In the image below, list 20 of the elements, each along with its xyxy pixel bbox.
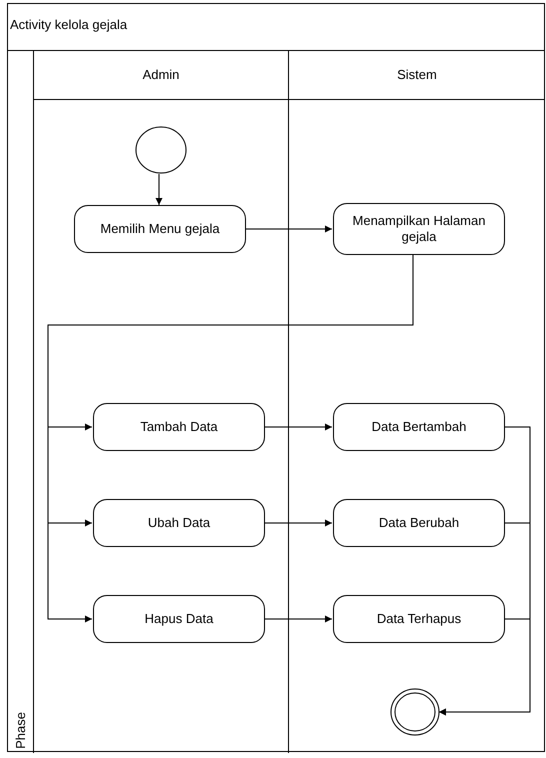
flow-arrow <box>244 226 332 232</box>
activity-box: Ubah Data <box>93 499 265 547</box>
flow-arrow <box>156 174 162 206</box>
activity-box: Tambah Data <box>93 403 265 451</box>
activity-box: Data Terhapus <box>333 595 505 643</box>
phase-label: Phase <box>12 712 28 749</box>
swimlane <box>33 50 288 753</box>
lane-header-divider: Sistem <box>289 50 545 100</box>
flow-arrow <box>264 520 332 526</box>
flow-arrow <box>438 618 530 716</box>
diagram-title: Activity kelola gejala <box>10 17 128 32</box>
flow-arrow <box>264 424 332 430</box>
activity-box: Hapus Data <box>93 595 265 643</box>
activity-box: Memilih Menu gejala <box>74 205 246 253</box>
swimlane <box>288 50 545 753</box>
lane-header-divider: Admin <box>34 50 288 100</box>
activity-box: Menampilkan Halaman gejala <box>333 203 505 255</box>
flow-arrow <box>264 616 332 622</box>
activity-box: Data Berubah <box>333 499 505 547</box>
activity-box: Data Bertambah <box>333 403 505 451</box>
